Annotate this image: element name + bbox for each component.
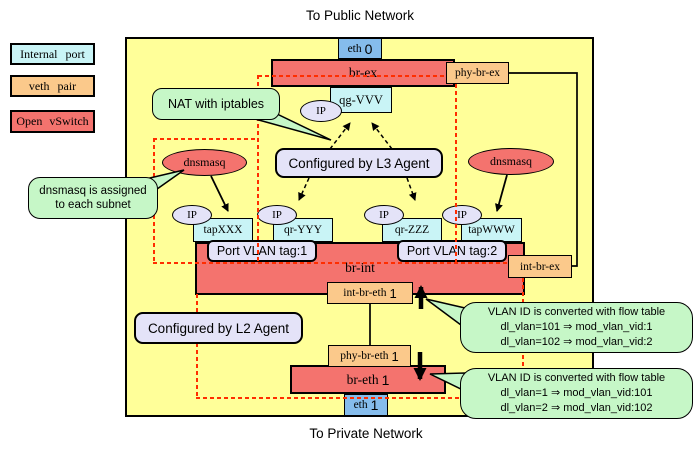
l3-agent-arrow-up-left (329, 122, 351, 150)
ip-ellipse-qrzzz: IP (364, 205, 404, 225)
legend-open-vswitch: Open vSwitch (10, 110, 95, 133)
eth0-number: 0 (364, 40, 373, 57)
dnsmasq-note-line1: dnsmasq is assigned (39, 185, 147, 197)
phy-br-ex-port: phy-br-ex (446, 62, 509, 84)
l3-agent-label: Configured by L3 Agent (275, 148, 443, 178)
tap-xxx-port: tapXXX (193, 218, 253, 242)
flow-bottom-title: VLAN ID is converted with flow table (487, 372, 666, 384)
br-eth1-name: br-eth (346, 371, 379, 387)
flow-top-title: VLAN ID is converted with flow table (487, 306, 666, 318)
qg-vvv-port: qg-VVV (330, 87, 392, 113)
dnsmasq-note-line2: to each subnet (55, 199, 131, 211)
phy-br-eth1-number: 1 (391, 348, 399, 364)
port-vlan-tag2: Port VLAN tag:2 (397, 240, 507, 262)
flow-table-callout-top: VLAN ID is converted with flow table dl_… (460, 302, 693, 353)
dashed-path-br-int (153, 262, 508, 264)
l3-agent-arrow-up-right (371, 122, 393, 150)
legend-veth-pair: veth pair (10, 75, 95, 97)
dashed-path-br-ex (258, 75, 447, 77)
ip-ellipse-tapwww: IP (442, 205, 482, 225)
eth0-name: eth (347, 42, 362, 55)
dashed-subnet1-top (153, 138, 259, 140)
eth1-name: eth (353, 399, 368, 411)
flow-bottom-rule2: dl_vlan=2 ⇒ mod_vlan_vid:102 (500, 402, 653, 414)
dashed-l2-left (196, 294, 198, 398)
legend-internal-port: Internal port (10, 43, 95, 65)
public-network-title: To Public Network (305, 8, 415, 23)
dnsmasq-left-arrow (210, 175, 229, 212)
flow-top-rule2: dl_vlan=102 ⇒ mod_vlan_vid:2 (500, 336, 653, 348)
dashed-path-qr-yyy (257, 75, 259, 263)
flow-top-rule1: dl_vlan=101 ⇒ mod_vlan_vid:1 (500, 321, 653, 333)
int-br-ex-port: int-br-ex (508, 255, 572, 278)
br-eth1-number: 1 (381, 371, 390, 388)
ip-ellipse-qryyy: IP (257, 205, 297, 225)
l3-agent-arrow-down-right (406, 177, 417, 201)
tap-www-port: tapWWW (461, 218, 522, 242)
eth1-number: 1 (370, 397, 379, 413)
int-br-eth1-name: int-br-eth (343, 287, 387, 299)
flow-bottom-rule1: dl_vlan=1 ⇒ mod_vlan_vid:101 (500, 387, 653, 399)
flow-table-callout-bottom: VLAN ID is converted with flow table dl_… (460, 368, 693, 419)
dashed-l2-bottom (196, 397, 523, 399)
nat-callout: NAT with iptables (152, 88, 280, 120)
phy-br-eth1-name: phy-br-eth (340, 350, 389, 362)
br-ex-bridge (271, 59, 455, 87)
dnsmasq-note-callout: dnsmasq is assigned to each subnet (28, 177, 158, 219)
dnsmasq-right-arrow (495, 174, 508, 212)
ip-ellipse-qg: IP (300, 100, 342, 122)
ip-ellipse-tapxxx: IP (172, 205, 212, 225)
private-network-title: To Private Network (309, 426, 423, 441)
port-vlan-tag1: Port VLAN tag:1 (207, 240, 317, 262)
int-br-eth1-number: 1 (389, 285, 397, 301)
l2-agent-label: Configured by L2 Agent (134, 312, 303, 344)
dashed-path-tap-www (455, 84, 457, 263)
dnsmasq-right: dnsmasq (468, 148, 554, 175)
